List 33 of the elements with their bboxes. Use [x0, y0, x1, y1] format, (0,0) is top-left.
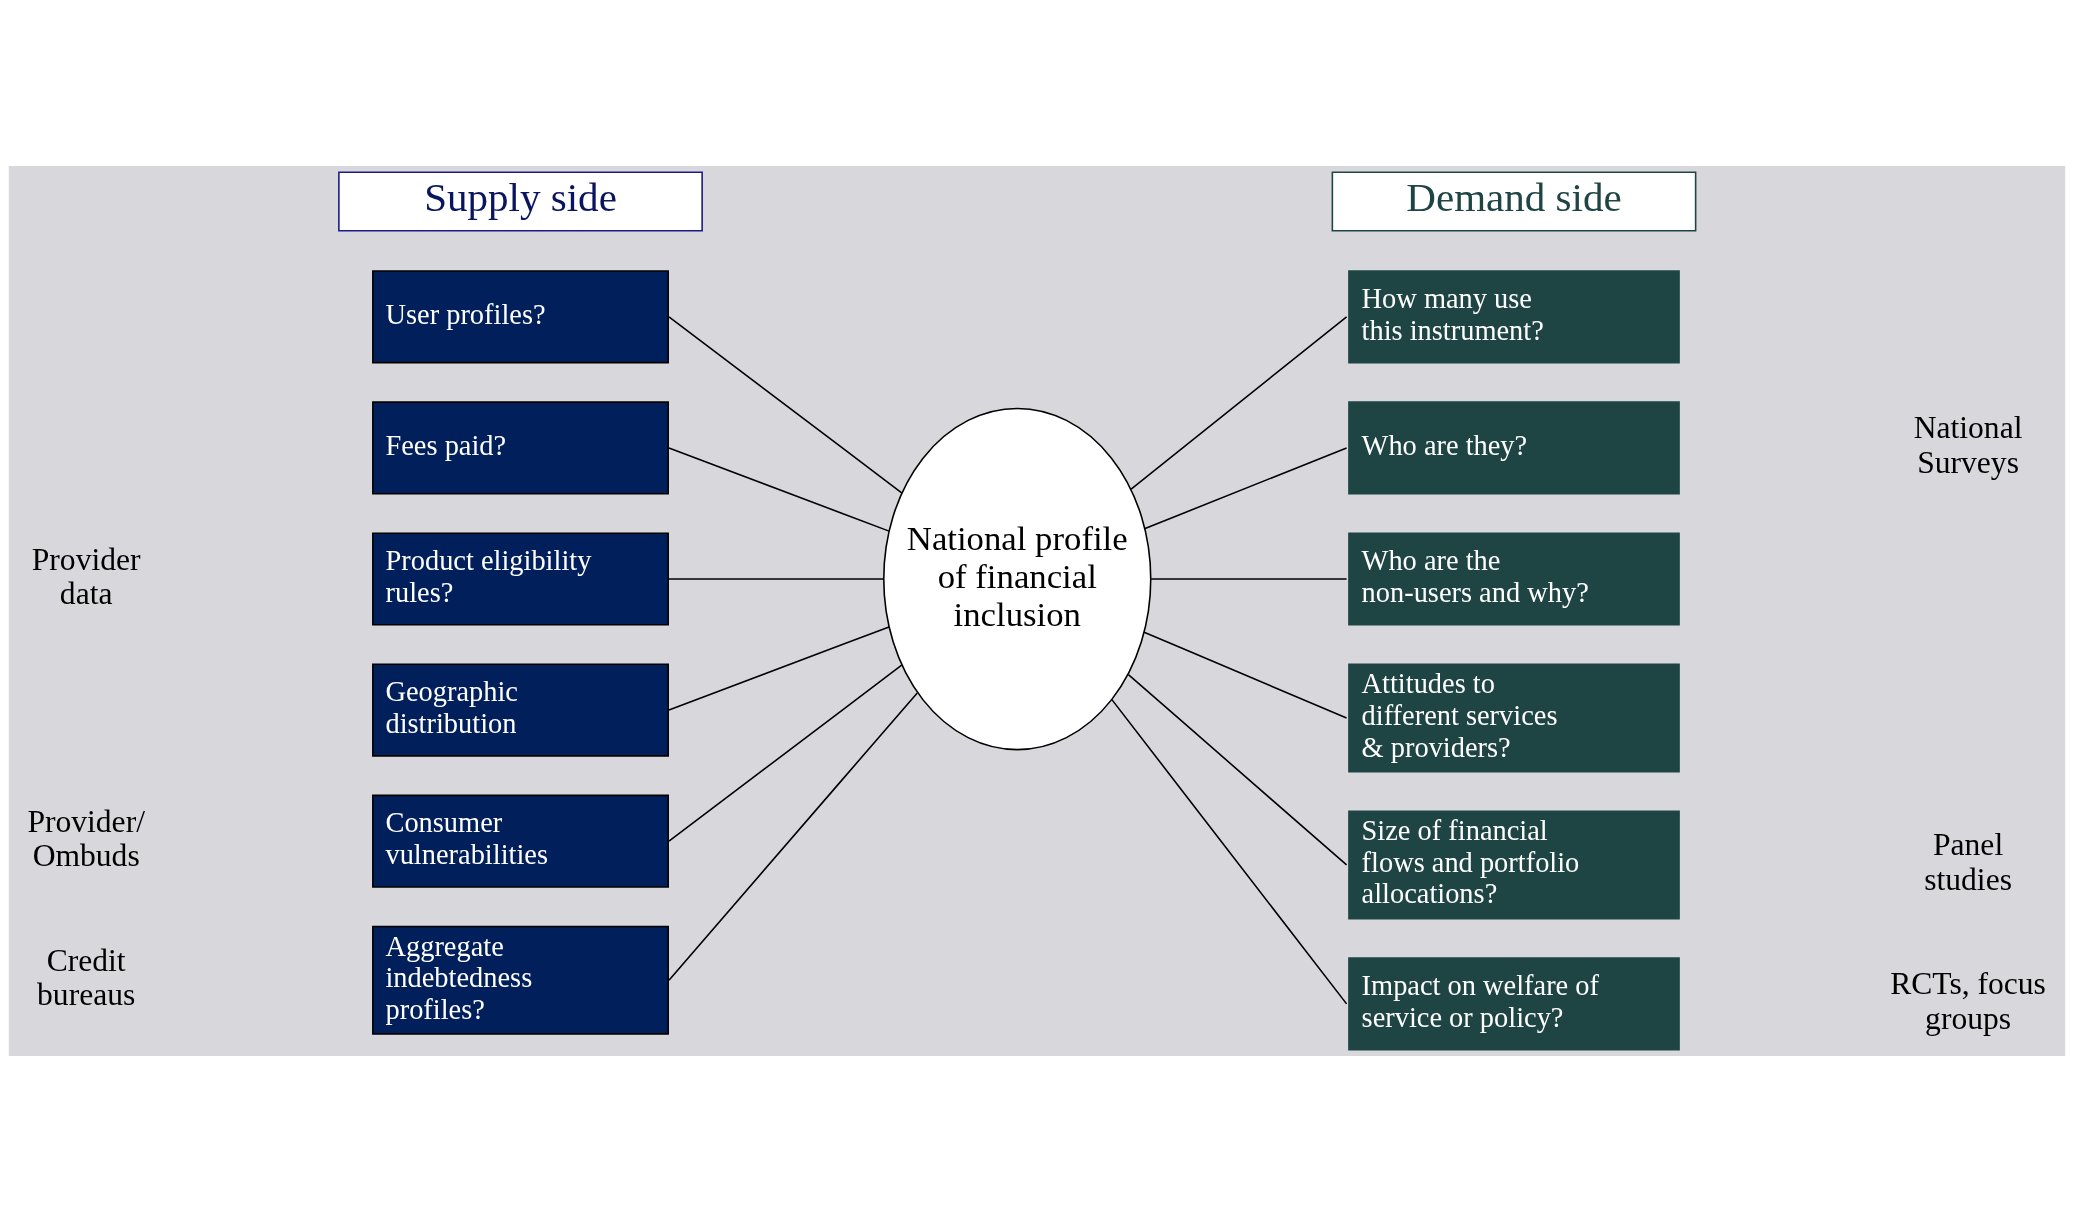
connector [1111, 698, 1348, 1005]
node-box: Size of financial flows and portfolio allocations? [1348, 810, 1680, 920]
node-box: Consumer vulnerabilities [372, 794, 669, 888]
label: Credit bureaus [37, 942, 136, 1013]
node-box: Fees paid? [372, 401, 669, 495]
label: Provider data [31, 541, 141, 612]
label: Panel studies [1924, 827, 2012, 898]
node-box: Impact on welfare of service or policy? [1348, 957, 1680, 1051]
node-box: Supply side [338, 171, 703, 232]
connector [668, 664, 903, 842]
label: RCTs, focus groups [1890, 966, 2046, 1037]
connector [668, 692, 919, 981]
connector [1143, 631, 1348, 719]
connector [1144, 447, 1348, 530]
node-box: User profiles? [372, 270, 669, 364]
connector [668, 316, 903, 494]
node-box: Who are they? [1348, 401, 1680, 495]
node-box: Geographic distribution [372, 663, 669, 757]
node-ellipse: National profile of financial inclusion [883, 407, 1152, 751]
node-box: Attitudes to different services & providers? [1348, 663, 1680, 773]
node-box: Product eligibility rules? [372, 532, 669, 626]
connector [1150, 578, 1348, 580]
label: National Surveys [1913, 410, 2023, 481]
connector [668, 447, 890, 532]
connector [668, 578, 885, 580]
node-box: Who are the non-users and why? [1348, 532, 1680, 626]
node-box: How many use this instrument? [1348, 270, 1680, 364]
connector [668, 626, 890, 711]
connector [1130, 316, 1348, 490]
label: Provider/ Ombuds [27, 803, 145, 874]
node-box: Demand side [1331, 171, 1697, 232]
connector [1127, 673, 1348, 866]
node-box: Aggregate indebtedness profiles? [372, 925, 669, 1035]
